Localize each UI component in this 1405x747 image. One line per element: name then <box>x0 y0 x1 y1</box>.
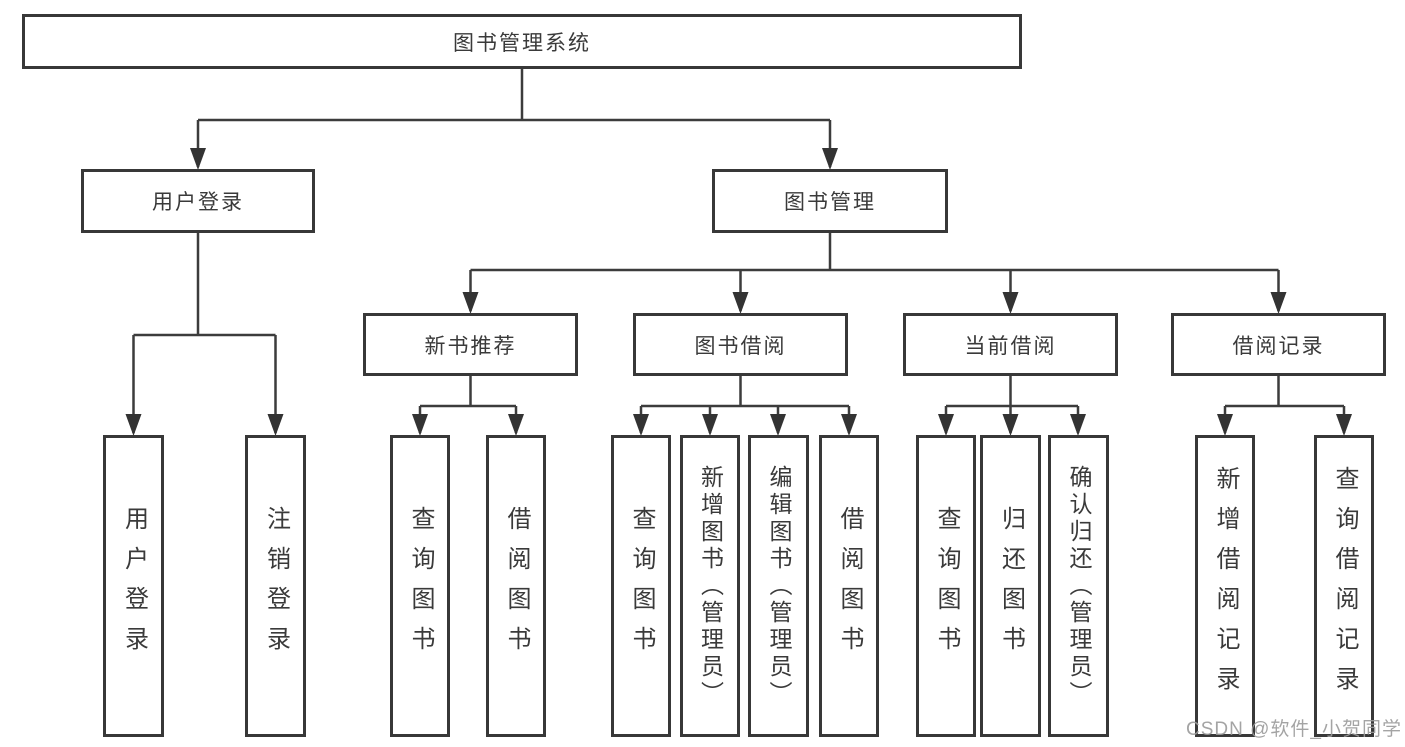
leaf-query-borrow-record: 查询借阅记录 <box>1314 435 1374 737</box>
csdn-watermark: CSDN @软件_小贺同学 <box>1186 719 1402 740</box>
connector-current-borrow-to-leaves <box>938 376 1086 436</box>
connector-book-mgmt-to-level3 <box>462 233 1287 314</box>
leaf-edit-book-admin-label: 编辑图书（管理员） <box>766 464 792 708</box>
leaf-query-books-current-label: 查询图书 <box>933 506 960 666</box>
node-current-borrowing: 当前借阅 <box>903 313 1118 376</box>
leaf-borrow-books-recommend: 借阅图书 <box>486 435 546 737</box>
connector-user-login-to-leaves <box>125 233 284 436</box>
leaf-query-books-borrowing: 查询图书 <box>611 435 671 737</box>
leaf-user-login-label: 用户登录 <box>120 506 148 666</box>
leaf-query-books-borrowing-label: 查询图书 <box>628 506 655 666</box>
leaf-add-borrow-record: 新增借阅记录 <box>1195 435 1255 737</box>
leaf-borrow-books-borrowing: 借阅图书 <box>819 435 879 737</box>
node-book-borrowing-label: 图书借阅 <box>694 334 787 358</box>
node-new-book-recommend-label: 新书推荐 <box>424 334 517 358</box>
node-user-login: 用户登录 <box>81 169 315 233</box>
connector-new-book-rec-to-leaves <box>412 376 524 436</box>
leaf-return-books-label: 归还图书 <box>997 506 1025 666</box>
node-root: 图书管理系统 <box>22 14 1022 69</box>
leaf-borrow-books-borrowing-label: 借阅图书 <box>836 506 863 666</box>
connector-root-to-level2 <box>190 69 838 170</box>
leaf-query-books-current: 查询图书 <box>916 435 976 737</box>
node-borrowing-records-label: 借阅记录 <box>1232 334 1325 358</box>
node-book-borrowing: 图书借阅 <box>633 313 848 376</box>
leaf-add-book-admin-label: 新增图书（管理员） <box>697 464 724 708</box>
leaf-query-books-recommend: 查询图书 <box>390 435 450 737</box>
leaf-add-borrow-record-label: 新增借阅记录 <box>1212 466 1239 706</box>
leaf-confirm-return-admin: 确认归还（管理员） <box>1048 435 1109 737</box>
leaf-return-books: 归还图书 <box>980 435 1041 737</box>
node-book-management: 图书管理 <box>712 169 948 233</box>
node-borrowing-records: 借阅记录 <box>1171 313 1386 376</box>
node-new-book-recommend: 新书推荐 <box>363 313 578 376</box>
connector-book-borrow-to-leaves <box>633 376 857 436</box>
leaf-query-borrow-record-label: 查询借阅记录 <box>1331 466 1358 706</box>
leaf-add-book-admin: 新增图书（管理员） <box>680 435 740 737</box>
node-current-borrowing-label: 当前借阅 <box>964 334 1057 358</box>
leaf-logout: 注销登录 <box>245 435 306 737</box>
leaf-borrow-books-recommend-label: 借阅图书 <box>503 506 530 666</box>
leaf-user-login: 用户登录 <box>103 435 164 737</box>
node-book-management-label: 图书管理 <box>784 191 876 214</box>
leaf-logout-label: 注销登录 <box>262 506 290 666</box>
connector-borrow-records-to-leaves <box>1217 376 1352 436</box>
leaf-query-books-recommend-label: 查询图书 <box>407 506 434 666</box>
node-root-label: 图书管理系统 <box>453 31 591 55</box>
node-user-login-label: 用户登录 <box>152 191 244 214</box>
leaf-confirm-return-admin-label: 确认归还（管理员） <box>1066 464 1092 708</box>
leaf-edit-book-admin: 编辑图书（管理员） <box>748 435 809 737</box>
